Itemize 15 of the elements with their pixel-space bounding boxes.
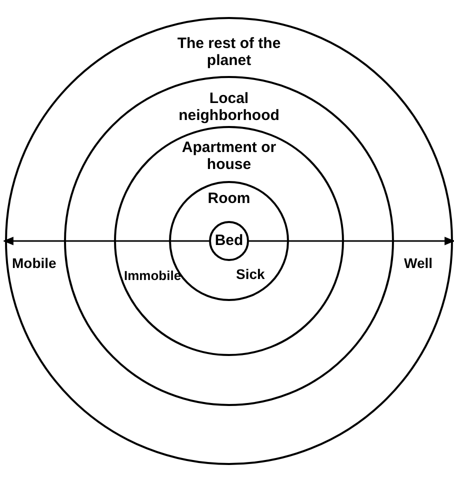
circle-ring bbox=[114, 126, 344, 356]
ring-label: Room bbox=[208, 190, 250, 207]
ring-label: Local neighborhood bbox=[178, 90, 280, 124]
scale-label: Well bbox=[404, 255, 433, 271]
ring-label: Apartment or house bbox=[180, 139, 278, 173]
scale-label: Sick bbox=[236, 266, 265, 282]
scale-label: Immobile bbox=[124, 268, 182, 284]
scale-label: Mobile bbox=[12, 255, 56, 271]
circle-ring bbox=[209, 221, 249, 261]
circle-ring bbox=[64, 76, 394, 406]
ring-label: The rest of the planet bbox=[176, 35, 282, 69]
arrow bbox=[249, 236, 454, 246]
ring-label: Bed bbox=[214, 232, 244, 249]
circle-ring bbox=[5, 17, 453, 465]
arrow bbox=[2, 236, 209, 246]
